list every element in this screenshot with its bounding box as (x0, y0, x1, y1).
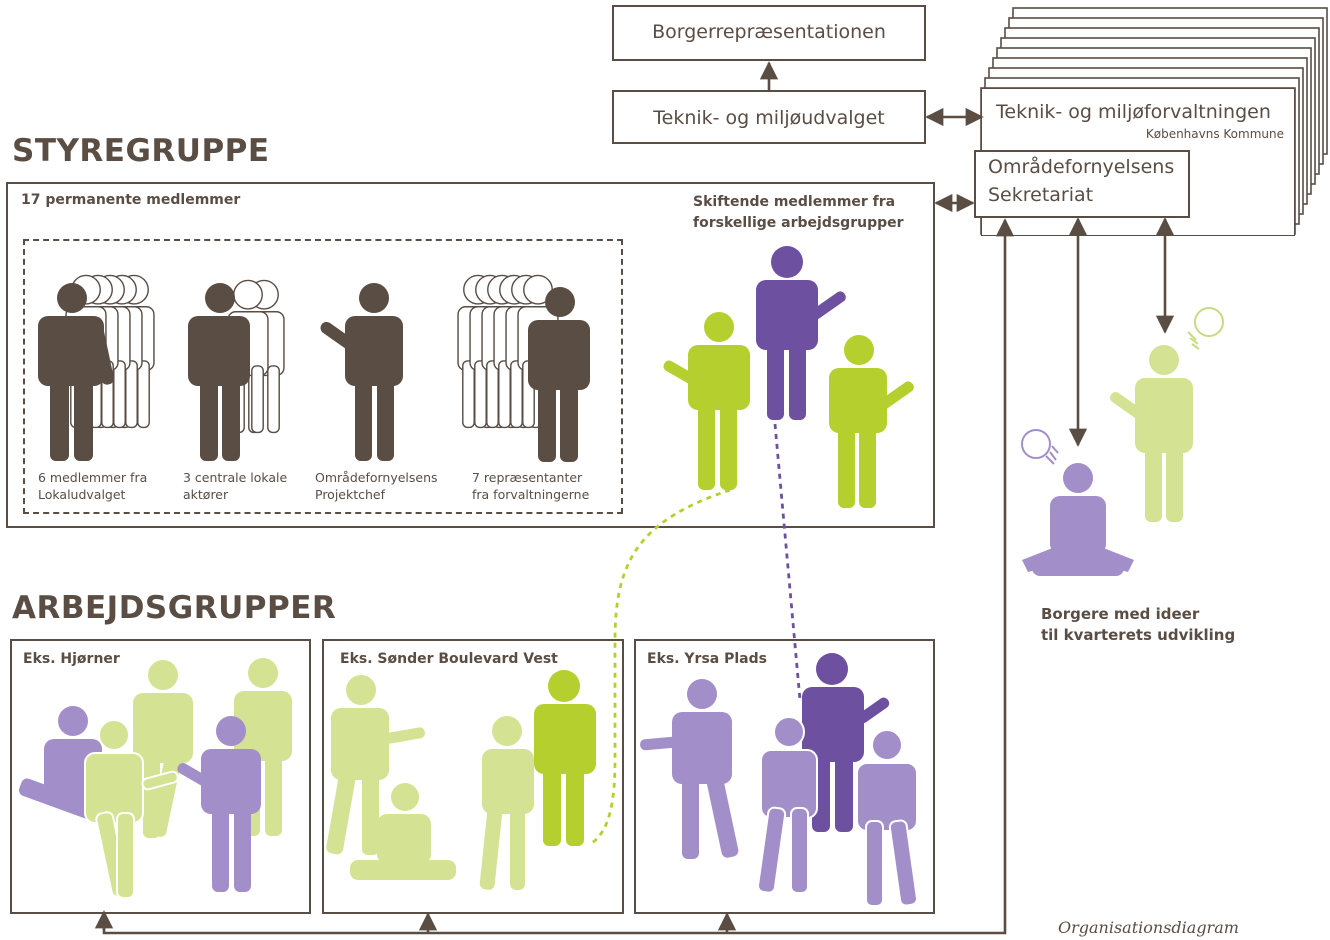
figure-forvaltningerne-front (528, 287, 590, 462)
group-title-soender-boulevard: Eks. Sønder Boulevard Vest (340, 651, 558, 667)
figure-projektchef (320, 283, 403, 461)
caption-lokaludvalget: 6 medlemmer fra Lokaludvalget (38, 470, 148, 502)
arbejdsgrupper-heading: ARBEJDSGRUPPER (12, 590, 337, 626)
figure-citizen-sitting (1022, 463, 1134, 576)
dotted-purple-connector (773, 423, 802, 701)
styregruppe-heading: STYREGRUPPE (12, 133, 270, 169)
figures-yrsa-plads (640, 653, 918, 907)
udvalget-box: Teknik- og miljøudvalget (612, 90, 926, 144)
group-title-hjoerner: Eks. Hjørner (23, 651, 120, 667)
caption-projektchef: Områdefornyelsens Projektchef (315, 470, 438, 502)
sekretariat-label-line1: Områdefornyelsens (988, 156, 1175, 178)
forvaltningen-label: Teknik- og miljøforvaltningen (996, 101, 1271, 123)
kommune-label: Københavns Kommune (1145, 127, 1284, 141)
figures-hjoerner (19, 658, 292, 899)
idea-bulb-purple-icon (1021, 429, 1059, 465)
borgerrepraesentationen-label: Borgerrepræsentationen (652, 21, 886, 43)
group-title-yrsa-plads: Eks. Yrsa Plads (647, 651, 767, 667)
permanent-members-frame (23, 239, 623, 514)
figure-citizen-standing (1109, 345, 1193, 522)
skiftende-label: Skiftende medlemmer fra forskellige arbe… (693, 194, 904, 231)
sekretariat-label-line2: Sekretariat (988, 184, 1094, 206)
footer-caption: Organisationsdiagram (1058, 918, 1239, 937)
figure-skiftende-green-left (663, 312, 750, 490)
permanent-label: 17 permanente medlemmer (21, 192, 241, 208)
figure-lokaludvalget-front (38, 283, 114, 461)
caption-lokale-aktoerer: 3 centrale lokale aktører (183, 470, 288, 502)
udvalget-label: Teknik- og miljøudvalget (653, 107, 885, 129)
figures-soender-boulevard (326, 670, 596, 890)
sekretariat-box: Områdefornyelsens Sekretariat (974, 150, 1190, 218)
borgerrepraesentationen-box: Borgerrepræsentationen (612, 5, 926, 61)
figure-lokale-aktoerer-front (188, 283, 250, 461)
idea-bulb-green-icon (1187, 307, 1224, 350)
caption-forvaltningerne: 7 repræsentanter fra forvaltningerne (472, 470, 590, 502)
citizens-label: Borgere med ideer til kvarterets udvikli… (1041, 605, 1236, 644)
dotted-green-connector (591, 488, 731, 845)
figure-skiftende-purple (756, 246, 846, 420)
figure-skiftende-green-right (829, 335, 914, 508)
